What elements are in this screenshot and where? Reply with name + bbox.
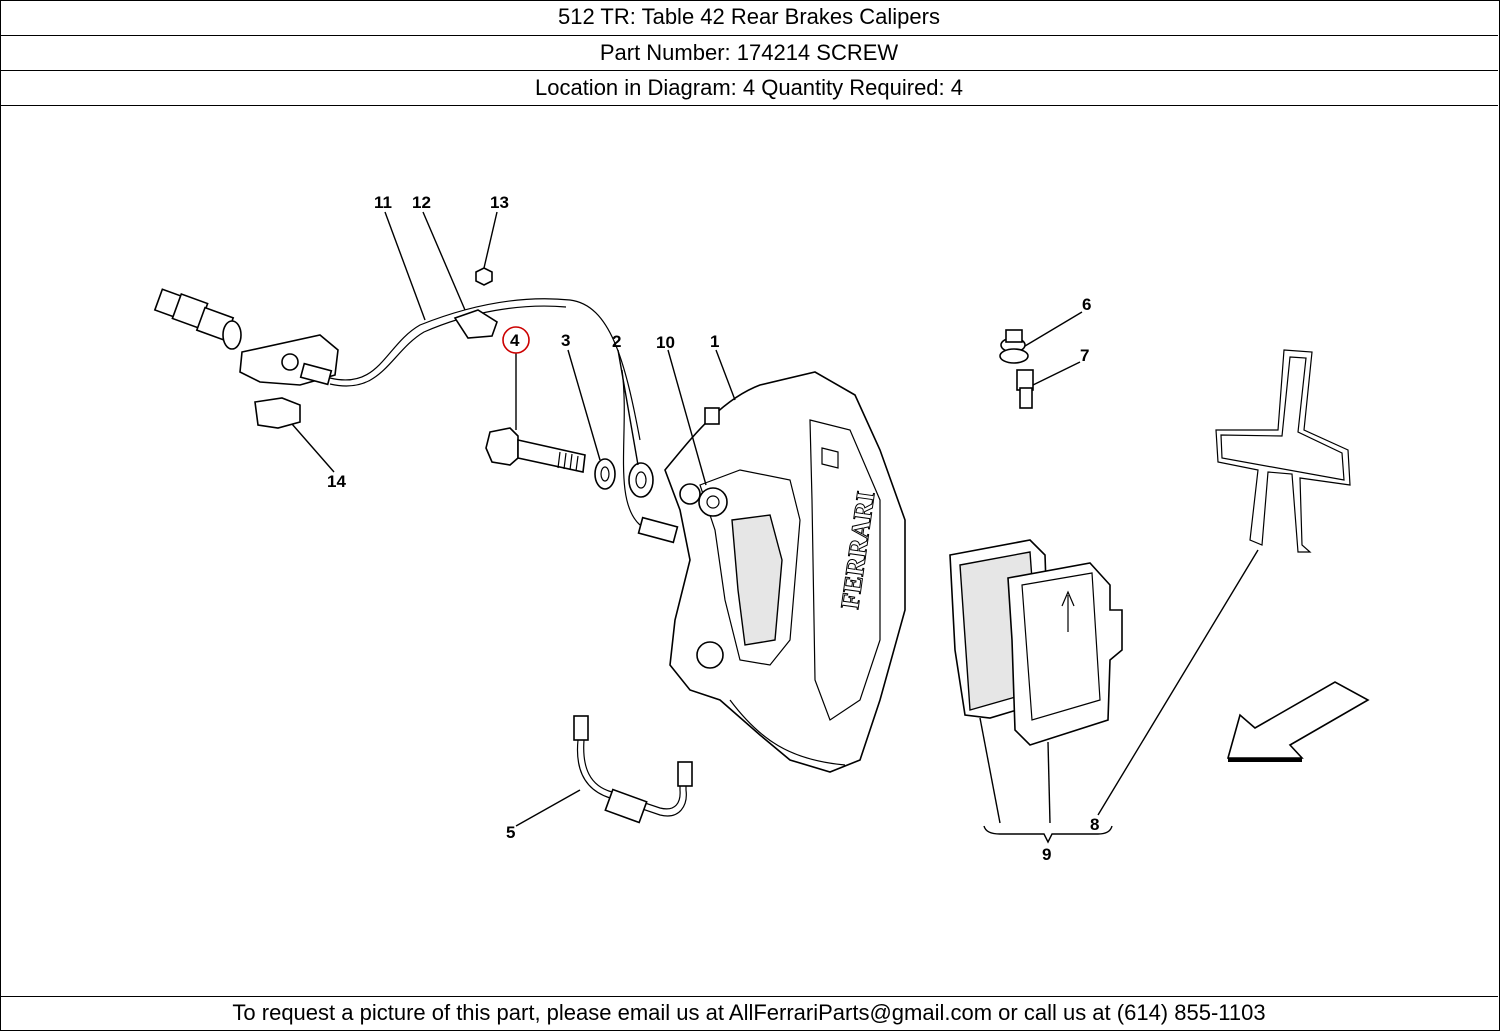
part-number-line: Part Number: 174214 SCREW [0, 36, 1498, 71]
washer-2 [628, 462, 654, 498]
callout-10: 10 [656, 333, 675, 352]
dust-cap-7 [1016, 369, 1034, 409]
callout-2: 2 [612, 332, 621, 351]
brake-hose-11 [329, 298, 641, 441]
location-quantity-line: Location in Diagram: 4 Quantity Required… [0, 71, 1498, 106]
callout-12: 12 [412, 193, 431, 212]
hose-clamp-12 [453, 309, 498, 339]
callout-4: 4 [510, 331, 520, 350]
nut-13 [475, 267, 493, 286]
lock-washer-3 [594, 458, 616, 490]
page-title: 512 TR: Table 42 Rear Brakes Calipers [0, 0, 1498, 36]
exploded-parts-diagram: FERRARI [153, 193, 1370, 864]
callout-3: 3 [561, 331, 570, 350]
callout-7: 7 [1080, 346, 1089, 365]
callout-9: 9 [1042, 845, 1051, 864]
brake-pad-front-9 [1007, 562, 1123, 746]
highlight-circle [502, 326, 530, 354]
screw-4 [485, 427, 586, 473]
callout-8: 8 [1090, 815, 1099, 834]
bleed-screw-6 [999, 329, 1029, 364]
leader-lines [291, 211, 1259, 844]
caliper-body-1: FERRARI [664, 371, 906, 773]
callout-13: 13 [490, 193, 509, 212]
hose-clip-14 [254, 397, 301, 429]
callout-5: 5 [506, 823, 515, 842]
pad-spring-8 [1215, 349, 1351, 553]
direction-arrow [1226, 681, 1370, 759]
callout-1: 1 [710, 332, 719, 351]
callout-6: 6 [1082, 295, 1091, 314]
contact-footer: To request a picture of this part, pleas… [0, 996, 1498, 1030]
callout-14: 14 [327, 472, 346, 491]
sensor-connector [153, 288, 242, 350]
brake-pipe-5 [573, 715, 693, 824]
callout-11: 11 [374, 193, 392, 212]
